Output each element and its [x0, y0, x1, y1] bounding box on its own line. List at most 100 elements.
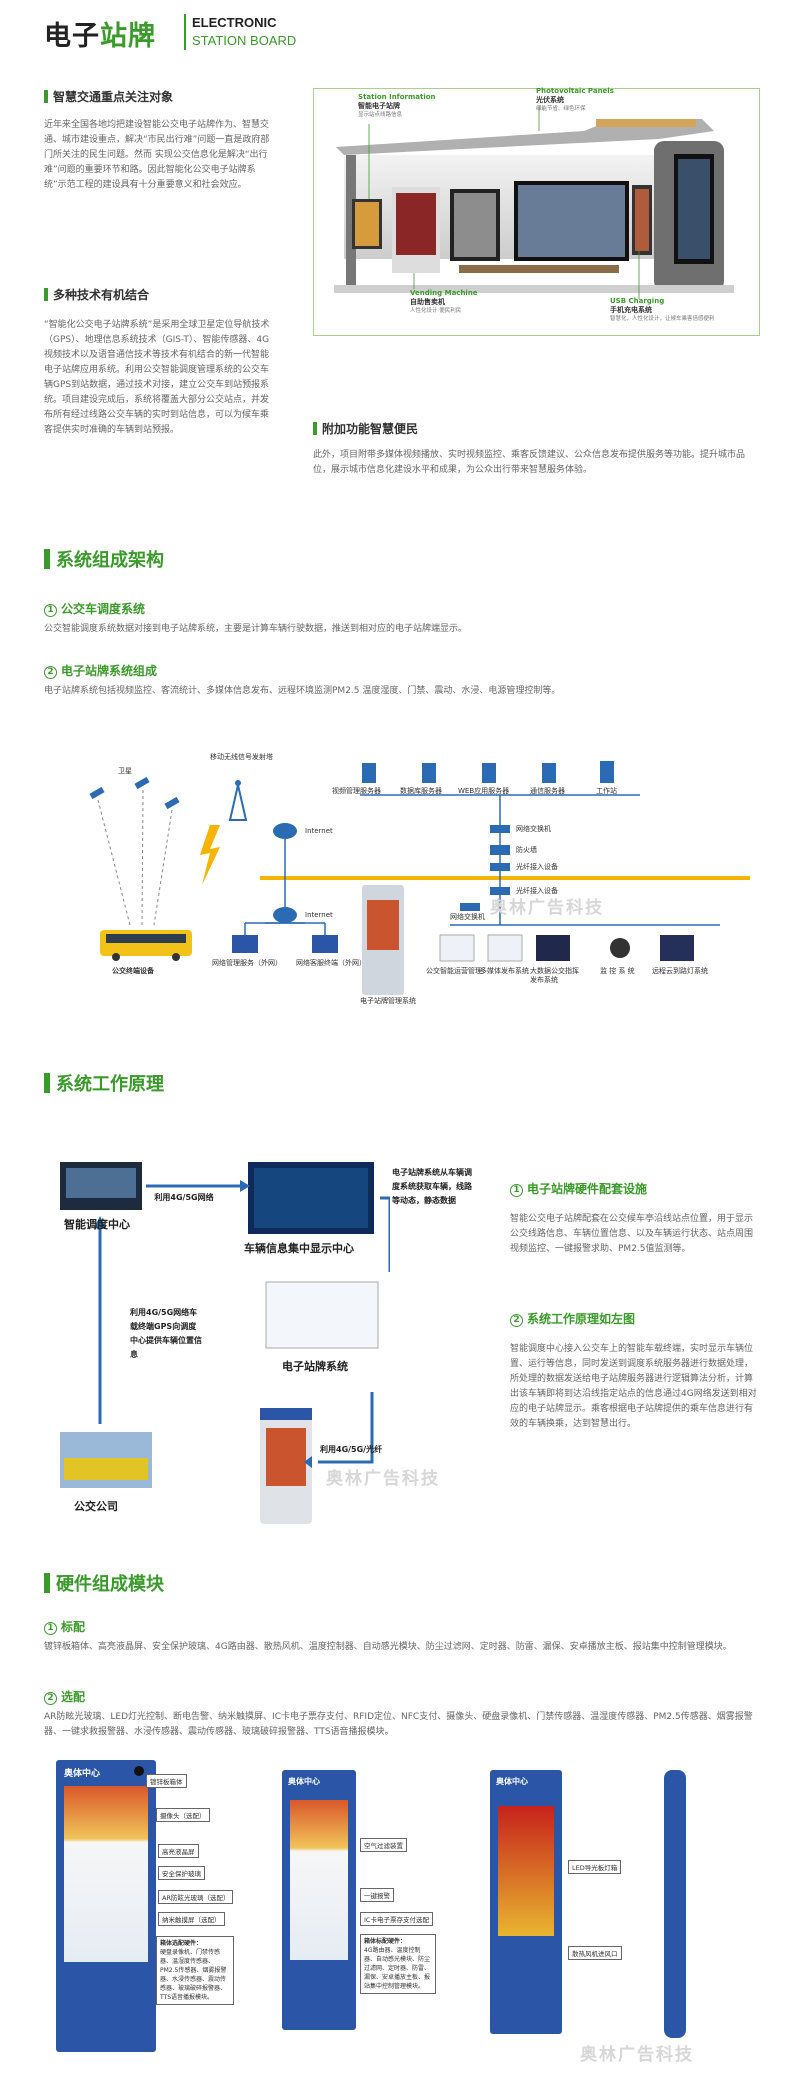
principle-heading: 系统工作原理 [44, 1070, 164, 1096]
label-vending: Vending Machine 自助售卖机 人性化设计 便民利民 [410, 289, 478, 316]
label-desc: 人性化设计 便民利民 [410, 308, 462, 314]
label-internet-2: Internet [305, 911, 333, 919]
ad-panel-1-screen [454, 193, 496, 257]
heading-bar [44, 549, 50, 569]
label-ar-glass: AR防眩光玻璃（选配） [158, 1890, 234, 1904]
kiosk-screen [290, 1800, 348, 1960]
title-black: 电子 [44, 21, 100, 52]
pc-icon [312, 935, 338, 953]
hw-sub-text-1: 镀锌板箱体、高亮液晶屏、安全保护玻璃、4G路由器、散热风机、温度控制器、自动感光… [44, 1642, 732, 1652]
label-server-web: WEB应用服务器 [458, 787, 510, 795]
label-fiber-2: 光纤接入设备 [516, 887, 558, 895]
heading-bar [44, 1073, 50, 1093]
solar-panel [596, 119, 696, 127]
label-cn: 智能电子站牌 [358, 102, 400, 110]
label-cn: 自助售卖机 [410, 298, 445, 306]
tower-icon [228, 780, 248, 821]
label-cn: 手机充电系统 [610, 306, 652, 314]
principle-sub-text-1: 智能公交电子站牌配套在公交候车亭沿线站点位置，用于显示公交线路信息、车辆位置信息… [510, 1214, 754, 1254]
label-air-filter: 空气过滤装置 [360, 1838, 407, 1852]
number-badge: 1 [44, 604, 57, 617]
vehicle-screen [254, 1168, 368, 1228]
bench [459, 265, 619, 273]
label-ic-card: IC卡电子票存支付选配 [360, 1912, 433, 1926]
bus-icon [100, 930, 192, 961]
label-desc: 显示站点线路信息 [358, 112, 403, 118]
signal-line [97, 799, 131, 926]
heading-bar [44, 1573, 50, 1593]
arch-sub-text-1: 公交智能调度系统数据对接到电子站牌系统，主要是计算车辆行驶数据，推送到相对应的电… [44, 624, 468, 634]
principle-lines [60, 1162, 392, 1524]
label-lcd: 高亮液晶屏 [158, 1844, 199, 1858]
label-server-db: 数据库服务器 [400, 787, 442, 795]
intro-paragraph-1: 近年来全国各地均把建设智能公交电子站牌作为、智慧交通、城市建设重点，解决“市民出… [44, 120, 270, 190]
heading-text: 附加功能智慧便民 [322, 422, 419, 436]
sub-heading-text: 电子站牌系统组成 [61, 664, 158, 678]
board-system-image [265, 1281, 379, 1349]
edge-label-1: 利用4G/5G网络 [154, 1193, 214, 1202]
label-usb: USB Charging 手机充电系统 智慧化，人性化设计，让候车乘客倍感便利 [610, 297, 715, 324]
kiosk-screen [64, 1786, 148, 1962]
kiosk-front: 奥体中心 [56, 1760, 156, 2052]
mid-hw-title: 箱体标配硬件： [364, 1938, 407, 1945]
edge-label-3: 利用4G/5G网络车载终端GPS向调度中心提供车辆位置信息 [130, 1308, 202, 1359]
left-hw-list: 硬盘录像机、门禁传感器、温湿度传感器、PM2.5传感器、烟雾报警器、水浸传感器、… [160, 1949, 227, 2001]
satellite-icon [89, 776, 180, 810]
heading-bar [44, 288, 48, 301]
led-lightbox [498, 1806, 554, 1936]
usb-board-screen [635, 189, 649, 251]
number-badge: 2 [44, 1692, 57, 1705]
label-app-3: 大数据公交指挥发布系统 [530, 967, 579, 984]
label-camera: 摄像头（选配） [156, 1808, 210, 1822]
watermark: 奥林广告科技 [490, 898, 604, 918]
label-bus: 公交终端设备 [112, 967, 154, 975]
principle-sub-text-2: 智能调度中心接入公交车上的智能车载终端，实时显示车辆位置、运行等信息，同时发送到… [510, 1344, 757, 1429]
cloud-icon [273, 907, 297, 923]
number-badge: 2 [510, 1314, 523, 1327]
label-app-2: 多媒体发布系统 [480, 967, 529, 975]
mid-hw-box: 箱体标配硬件： 4G路由器、温度控制器、自动感光模块、防尘过滤网、定时器、防雷、… [360, 1934, 436, 1994]
label-pv: Photovoltaic Panels 光伏系统 绿能节省、绿色环保 [536, 87, 614, 114]
title-green: 站牌 [100, 21, 156, 52]
label-cn: 光伏系统 [536, 96, 564, 104]
pillar [346, 155, 356, 285]
kiosk-brand: 奥体中心 [64, 1769, 101, 1779]
heading-text: 系统工作原理 [56, 1074, 164, 1095]
heading-bar [313, 422, 317, 435]
sub-heading-text: 标配 [61, 1620, 86, 1634]
kiosk-brand: 奥体中心 [496, 1777, 528, 1786]
pc-icon [232, 935, 258, 953]
label-internet-1: Internet [305, 827, 333, 835]
edge-label-4: 利用4G/5G/光纤 [320, 1445, 383, 1454]
heading-text: 多种技术有机结合 [53, 288, 150, 302]
kiosk-icon [362, 885, 404, 995]
arrow-board-kiosk [318, 1392, 374, 1464]
app-thumbnails [439, 934, 694, 962]
bus-shelter-image: Station Information 智能电子站牌 显示站点线路信息 Phot… [313, 87, 760, 336]
heading-text: 智慧交通重点关注对象 [53, 90, 174, 104]
arrow-head [240, 1180, 250, 1192]
section-heading-2: 多种技术有机结合 [44, 286, 149, 303]
vending-screen [396, 193, 436, 255]
signal-line [153, 809, 173, 926]
left-hw-box: 箱体选配硬件： 硬盘录像机、门禁传感器、温湿度传感器、PM2.5传感器、烟雾报警… [156, 1936, 234, 2005]
label-desc: 绿能节省、绿色环保 [536, 106, 586, 112]
label-firewall: 防火墙 [516, 846, 537, 854]
heading-text: 硬件组成模块 [56, 1574, 164, 1595]
switch-icon [490, 825, 510, 833]
label-alarm: 一键报警 [360, 1888, 394, 1902]
section-heading-1: 智慧交通重点关注对象 [44, 88, 173, 105]
label-en: USB Charging [610, 297, 665, 305]
server-icons [362, 761, 614, 783]
mid-hw-list: 4G路由器、温度控制器、自动感光模块、防尘过滤网、定时器、防雷、漏保、安卓播放主… [364, 1947, 431, 1990]
label-app-1: 公交智能运营管理 [426, 967, 482, 975]
watermark: 奥林广告科技 [580, 2045, 694, 2065]
architecture-heading: 系统组成架构 [44, 546, 164, 572]
section-heading-3: 附加功能智慧便民 [313, 420, 418, 437]
signal-line [141, 789, 144, 926]
camera-icon [134, 1766, 144, 1776]
title-en-1: ELECTRONIC [192, 15, 277, 30]
arrow-head [94, 1216, 106, 1228]
kiosk-icon [260, 1408, 312, 1524]
